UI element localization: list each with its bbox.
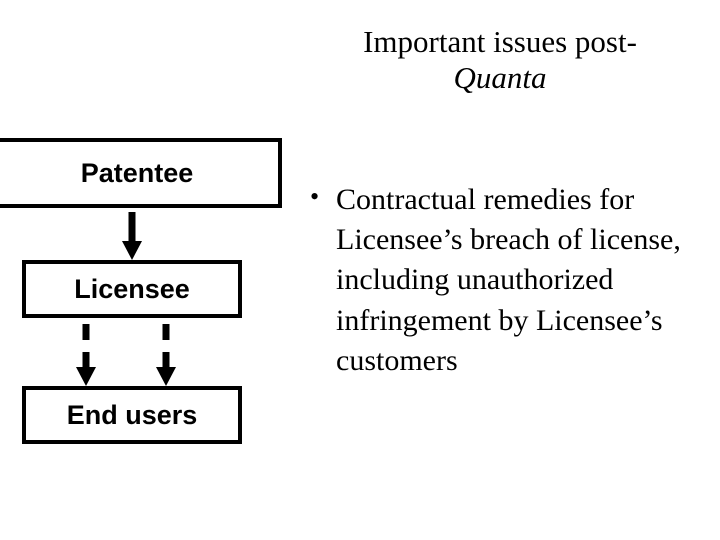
bullet-marker-icon: •	[310, 182, 320, 211]
bullet-item: • Contractual remedies for Licensee’s br…	[310, 180, 710, 381]
connector-patentee-to-licensee	[122, 212, 142, 260]
slide-title: Important issues post- Quanta	[300, 24, 700, 95]
diagram-node-end-users: End users	[22, 386, 242, 444]
diagram-node-end-users-label: End users	[66, 399, 198, 430]
diagram-connectors	[76, 212, 176, 386]
slide-title-line-1: Important issues post-	[363, 24, 637, 59]
bullet-item-text: Contractual remedies for Licensee’s brea…	[336, 183, 681, 377]
diagram-node-licensee: Licensee	[22, 260, 242, 318]
diagram-node-patentee-label: Patentee	[80, 157, 194, 188]
connector-licensee-to-endusers-left	[76, 324, 96, 386]
diagram-node-patentee: Patentee	[0, 138, 282, 208]
slide-title-line-2: Quanta	[453, 59, 547, 95]
licensing-chain-diagram: Patentee Licensee End users	[0, 138, 300, 458]
diagram-node-licensee-label: Licensee	[74, 273, 190, 304]
connector-licensee-to-endusers-right	[156, 324, 176, 386]
bullet-list: • Contractual remedies for Licensee’s br…	[310, 180, 710, 381]
